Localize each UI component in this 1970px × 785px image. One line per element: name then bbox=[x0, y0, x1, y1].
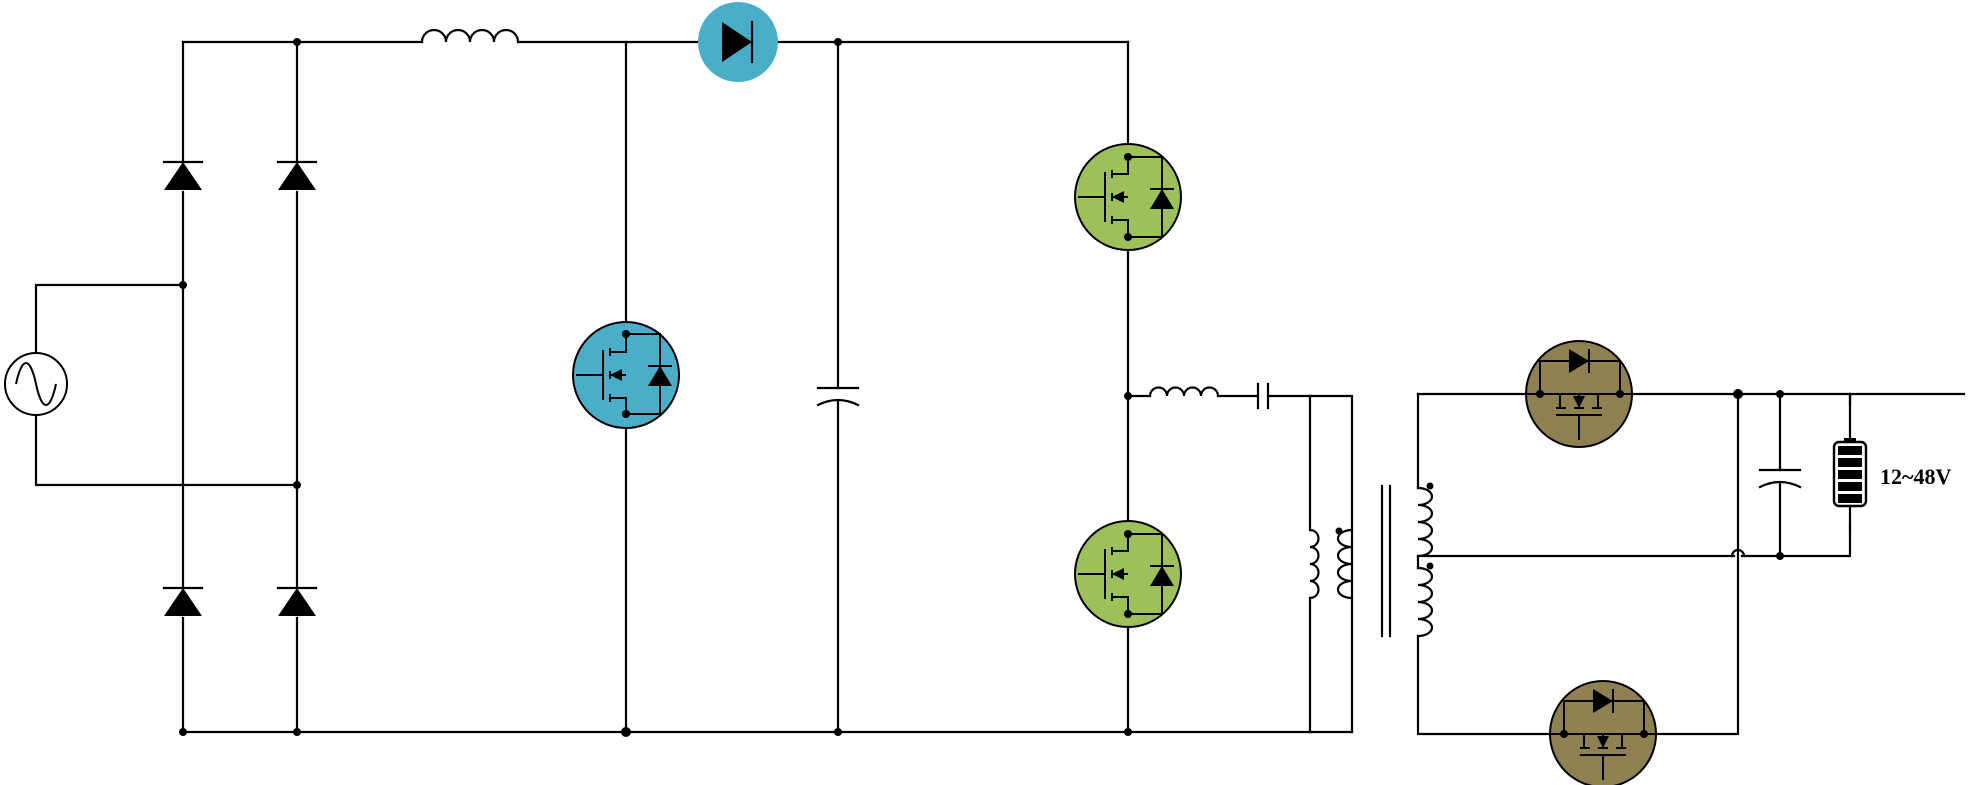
resonant-capacitor-icon bbox=[1256, 382, 1270, 410]
boost-switch-icon bbox=[572, 321, 680, 429]
output-capacitor-icon bbox=[1758, 468, 1802, 489]
junction-dots bbox=[179, 38, 1784, 737]
boost-inductor-icon bbox=[420, 28, 520, 44]
transformer-icon bbox=[1335, 482, 1434, 638]
resonant-inductor-icon bbox=[1148, 386, 1220, 398]
dc-link-capacitor-icon bbox=[816, 386, 860, 407]
bridge-diode-bottom-left bbox=[162, 586, 204, 616]
battery-voltage-label: 12~48V bbox=[1880, 464, 1951, 489]
wire-crossover bbox=[1730, 548, 1746, 558]
sync-rectifier-upper-icon bbox=[1525, 340, 1633, 448]
wiring bbox=[34, 40, 1966, 736]
bridge-diode-bottom-right bbox=[276, 586, 318, 616]
half-bridge-upper-switch-icon bbox=[1074, 143, 1182, 251]
bridge-diode-top-right bbox=[276, 160, 318, 190]
ac-source-icon bbox=[4, 352, 68, 416]
battery-icon bbox=[1832, 392, 1868, 530]
half-bridge-lower-switch-icon bbox=[1074, 520, 1182, 628]
boost-diode-icon bbox=[698, 2, 778, 82]
magnetizing-inductor-icon bbox=[1308, 528, 1320, 600]
sync-rectifier-lower-icon bbox=[1549, 680, 1657, 785]
bridge-diode-top-left bbox=[162, 160, 204, 190]
